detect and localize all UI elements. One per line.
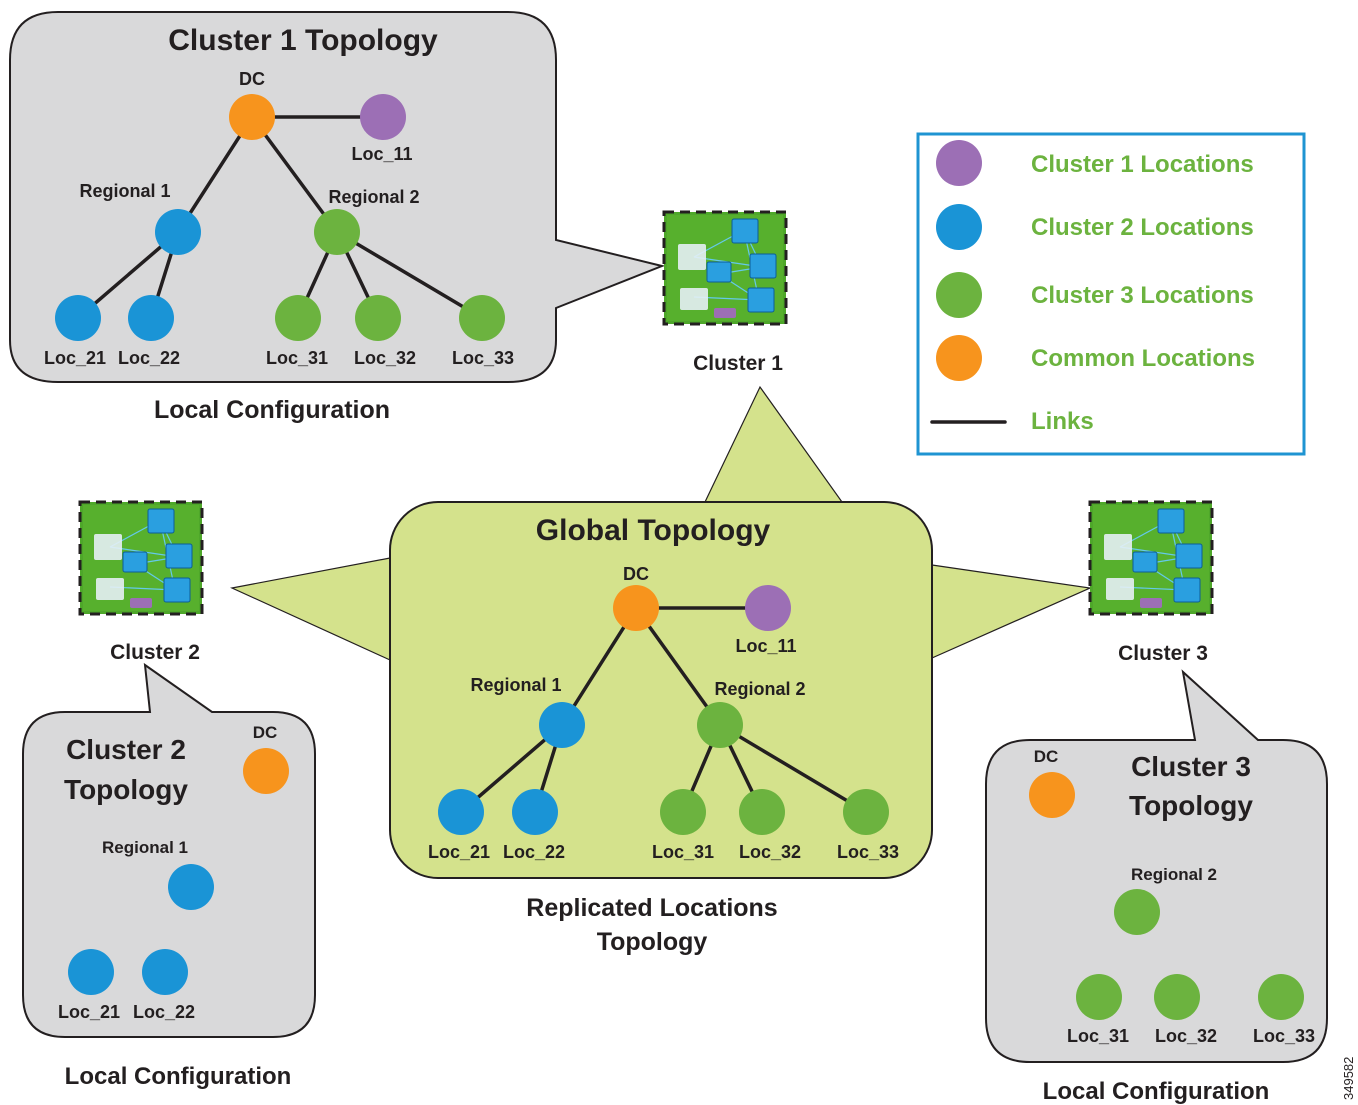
cluster3-callout-bubble (985, 669, 1328, 1063)
legend-box (916, 132, 1306, 456)
cluster1-server-icon (662, 210, 788, 326)
cluster1-dc-label: DC (239, 69, 265, 89)
cluster1-label: Cluster 1 (693, 352, 783, 375)
global-regional2-node (697, 702, 743, 748)
global-loc22-node (512, 789, 558, 835)
cluster1-regional1-node (155, 209, 201, 255)
cluster2-regional1-node (168, 864, 214, 910)
cluster3-panel-title-line2: Topology (1129, 790, 1253, 821)
cluster3-caption: Local Configuration (1043, 1078, 1270, 1105)
cluster3-loc33-label: Loc_33 (1253, 1026, 1315, 1046)
global-loc32-node (739, 789, 785, 835)
cluster1-regional2-node (314, 209, 360, 255)
global-regional2-label: Regional 2 (714, 679, 805, 699)
cluster3-server-icon (1088, 500, 1214, 616)
cluster1-loc22-node (128, 295, 174, 341)
global-dc-label: DC (623, 564, 649, 584)
cluster2-caption: Local Configuration (65, 1063, 292, 1090)
cluster1-loc33-node (459, 295, 505, 341)
cluster1-loc32-node (355, 295, 401, 341)
global-loc21-label: Loc_21 (428, 842, 490, 862)
legend-cluster1-label: Cluster 1 Locations (1031, 151, 1254, 178)
cluster2-dc-label: DC (253, 723, 278, 742)
legend-cluster2-swatch (936, 204, 982, 250)
global-regional1-label: Regional 1 (470, 675, 561, 695)
global-to-cluster2-pointer (230, 557, 391, 661)
cluster3-loc32-label: Loc_32 (1155, 1026, 1217, 1046)
cluster3-regional2-label: Regional 2 (1131, 865, 1217, 884)
global-dc-node (613, 585, 659, 631)
global-loc11-label: Loc_11 (735, 636, 796, 656)
cluster1-loc31-node (275, 295, 321, 341)
cluster1-loc33-label: Loc_33 (452, 348, 514, 368)
cluster2-panel-title-line2: Topology (64, 774, 188, 805)
cluster1-loc31-label: Loc_31 (266, 348, 328, 368)
global-to-cluster1-pointer (704, 385, 844, 503)
legend-links-label: Links (1031, 408, 1094, 435)
legend-cluster3-label: Cluster 3 Locations (1031, 282, 1254, 309)
global-loc32-label: Loc_32 (739, 842, 801, 862)
global-loc31-label: Loc_31 (652, 842, 714, 862)
global-to-cluster3-pointer (931, 564, 1093, 659)
legend-cluster2-label: Cluster 2 Locations (1031, 214, 1254, 241)
cluster2-loc21-node (68, 949, 114, 995)
global-regional1-node (539, 702, 585, 748)
cluster3-loc31-node (1076, 974, 1122, 1020)
cluster1-regional2-label: Regional 2 (328, 187, 419, 207)
cluster2-dc-node (243, 748, 289, 794)
global-loc22-label: Loc_22 (503, 842, 565, 862)
cluster3-label: Cluster 3 (1118, 642, 1208, 665)
global-topology-bubble (389, 501, 933, 879)
cluster2-panel-title-line1: Cluster 2 (66, 734, 186, 765)
cluster3-regional2-node (1114, 889, 1160, 935)
cluster2-loc22-label: Loc_22 (133, 1002, 195, 1022)
cluster3-loc31-label: Loc_31 (1067, 1026, 1129, 1046)
cluster2-server-icon (78, 500, 204, 616)
cluster1-caption: Local Configuration (154, 396, 390, 424)
cluster3-dc-label: DC (1034, 747, 1059, 766)
cluster1-loc21-label: Loc_21 (44, 348, 106, 368)
cluster1-loc32-label: Loc_32 (354, 348, 416, 368)
cluster3-panel-title-line1: Cluster 3 (1131, 751, 1251, 782)
legend-cluster3-swatch (936, 272, 982, 318)
cluster2-loc22-node (142, 949, 188, 995)
cluster1-loc21-node (55, 295, 101, 341)
cluster2-regional1-label: Regional 1 (102, 838, 188, 857)
cluster1-dc-node (229, 94, 275, 140)
global-loc31-node (660, 789, 706, 835)
cluster3-loc33-node (1258, 974, 1304, 1020)
global-panel-title: Global Topology (536, 514, 771, 547)
cluster2-label: Cluster 2 (110, 641, 200, 664)
global-loc21-node (438, 789, 484, 835)
global-loc33-node (843, 789, 889, 835)
cluster2-loc21-label: Loc_21 (58, 1002, 120, 1022)
global-loc33-label: Loc_33 (837, 842, 899, 862)
legend-cluster1-swatch (936, 140, 982, 186)
cluster3-dc-node (1029, 772, 1075, 818)
cluster1-loc11-node (360, 94, 406, 140)
global-loc11-node (745, 585, 791, 631)
global-caption-line1: Replicated Locations (526, 894, 777, 922)
cluster1-panel-title: Cluster 1 Topology (168, 24, 438, 57)
figure-id: 349582 (1341, 1057, 1356, 1100)
cluster1-callout-bubble (9, 11, 666, 383)
global-caption-line2: Topology (597, 928, 708, 956)
legend-common-label: Common Locations (1031, 345, 1255, 372)
cluster1-loc11-label: Loc_11 (351, 144, 412, 164)
legend-common-swatch (936, 335, 982, 381)
cluster1-regional1-label: Regional 1 (79, 181, 170, 201)
cluster2-callout-bubble (22, 662, 316, 1038)
cluster3-loc32-node (1154, 974, 1200, 1020)
cluster1-loc22-label: Loc_22 (118, 348, 180, 368)
